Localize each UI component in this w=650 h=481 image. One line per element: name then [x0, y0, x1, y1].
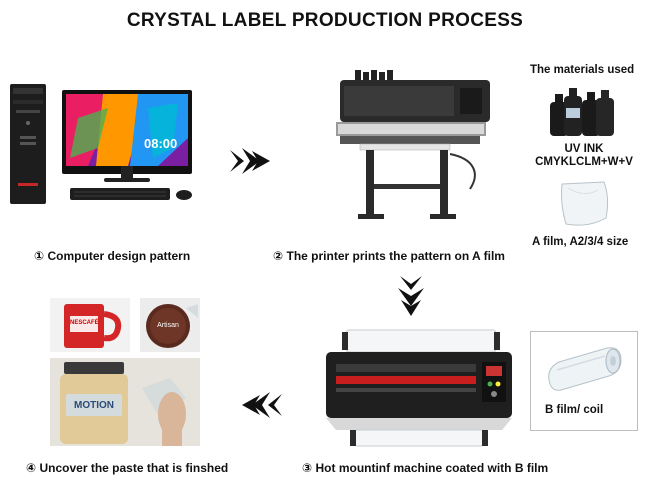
disc-photo: Artisan — [140, 298, 200, 352]
jar-photo: MOTION — [50, 358, 200, 446]
materials-heading: The materials used — [530, 64, 635, 76]
a-film-label: A film, A2/3/4 size — [532, 236, 629, 248]
b-film-label: B film/ coil — [545, 404, 604, 416]
page-title: CRYSTAL LABEL PRODUCTION PROCESS — [126, 10, 524, 31]
b-film-panel: B film/ coil — [530, 331, 638, 431]
step-2-caption: ② The printer prints the pattern on A fi… — [273, 249, 505, 263]
step-4-caption: ④ Uncover the paste that is finshed — [26, 461, 229, 475]
computer-illustration: 08:00 — [8, 78, 198, 208]
uv-printer-illustration — [300, 64, 500, 234]
a-film-image — [558, 178, 614, 230]
uv-ink-line1: UV INK — [564, 143, 604, 155]
step-3-caption: ③ Hot mountinf machine coated with B fil… — [302, 461, 549, 475]
uv-ink-label: UV INK CMYKLCLM+W+V — [532, 143, 636, 169]
screen-clock: 08:00 — [144, 136, 178, 151]
hot-mounting-machine-illustration — [318, 326, 518, 450]
mug-photo: NESCAFÉ — [50, 298, 130, 352]
jar-brand-label: MOTION — [74, 400, 114, 411]
arrow-down-icon — [398, 276, 424, 318]
b-film-coil-image — [543, 340, 625, 394]
arrow-left-icon — [240, 392, 282, 418]
step-1-caption: ① Computer design pattern — [34, 249, 191, 263]
uv-ink-line2: CMYKLCLM+W+V — [535, 156, 633, 168]
mug-brand-label: NESCAFÉ — [70, 320, 99, 326]
arrow-right-icon — [230, 148, 272, 174]
uv-ink-bottles-image — [544, 80, 620, 142]
finished-products-collage: NESCAFÉ Artisan MOTION — [50, 298, 200, 446]
disc-brand-label: Artisan — [157, 322, 179, 329]
